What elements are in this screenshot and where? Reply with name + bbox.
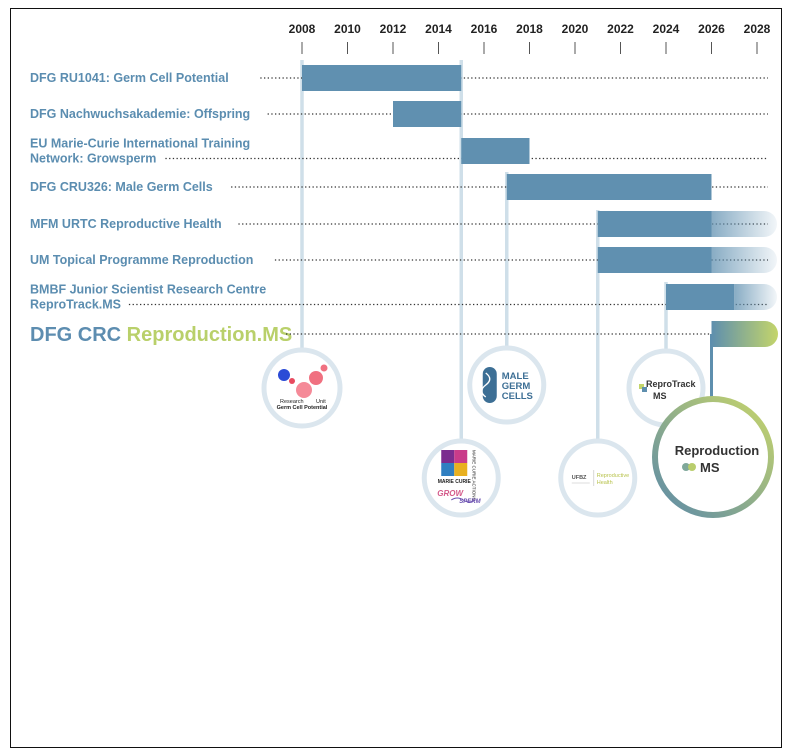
ru1041-dot-red-small-icon (289, 378, 295, 384)
crc-label: DFG CRC Reproduction.MS (30, 324, 292, 346)
project-label-1: DFG RU1041: Germ Cell Potential (30, 71, 229, 85)
marie-curie-tile-icon (454, 463, 468, 476)
marie-curie-tile-icon (441, 450, 455, 463)
project-bar-4 (506, 174, 712, 200)
year-label-2010: 2010 (334, 22, 361, 36)
male-germ-cells-label-2: GERM (502, 381, 531, 392)
reproduction-ms-dot-icon-2 (688, 463, 696, 471)
year-label-2020: 2020 (562, 22, 589, 36)
ru1041-dot-pink-icon (309, 371, 323, 385)
project-bar-fade-7 (734, 284, 777, 310)
project-bar-fade-5 (711, 211, 777, 237)
crc-label-prefix: DFG CRC (30, 324, 127, 346)
crc-label-suffix: Reproduction.MS (127, 324, 293, 346)
project-bar-7 (666, 284, 735, 310)
year-label-2026: 2026 (698, 22, 725, 36)
project-label-7: BMBF Junior Scientist Research Centre (30, 283, 266, 297)
male-germ-cells-label-3: CELLS (502, 391, 533, 402)
reprotrack-mark-icon (639, 384, 644, 389)
project-bar-5 (597, 211, 712, 237)
logo-urtc-ring (558, 438, 638, 518)
reproduction-ms-dot-icon (682, 463, 690, 471)
project-label-5: MFM URTC Reproductive Health (30, 217, 222, 231)
project-bar-fade-6 (711, 247, 777, 273)
reproduction-ms-ring (652, 396, 774, 518)
male-germ-cells-label-1: MALE (502, 371, 529, 382)
project-label-4: DFG CRU326: Male Germ Cells (30, 180, 213, 194)
marie-curie-tile-icon (441, 463, 455, 476)
year-label-2012: 2012 (380, 22, 407, 36)
year-label-2028: 2028 (744, 22, 771, 36)
project-label-3: Network: Growsperm (30, 152, 156, 166)
dna-badge-icon (482, 367, 497, 403)
year-label-2016: 2016 (471, 22, 498, 36)
marie-curie-label: MARIE CURIE (438, 479, 472, 485)
year-label-2008: 2008 (289, 22, 316, 36)
urtc-reproductive-label: Reproductive (597, 473, 629, 479)
dna-helix-icon (481, 372, 491, 398)
project-bar-3 (461, 138, 530, 164)
reprotrack-label: ReproTrack (646, 379, 697, 389)
marie-curie-tile-icon (454, 450, 468, 463)
crc-bar (711, 321, 778, 347)
ru1041-dot-pink-small-icon (320, 364, 328, 372)
ru1041-dot-blue-icon (278, 369, 290, 381)
project-label-7: ReproTrack.MS (30, 298, 121, 312)
ru1041-research-label: Research (280, 399, 304, 405)
ru1041-unit-label: Unit (316, 399, 326, 405)
year-label-2018: 2018 (516, 22, 543, 36)
year-label-2022: 2022 (607, 22, 634, 36)
urtc-ufbz-label: UFBZ (572, 475, 587, 481)
project-label-3: EU Marie-Curie International Training (30, 137, 250, 151)
ru1041-title-label: Germ Cell Potential (277, 405, 328, 411)
project-bar-6 (597, 247, 712, 273)
marie-curie-actions-label: MARIE CURIE ACTIONS (471, 450, 476, 501)
project-label-6: UM Topical Programme Reproduction (30, 253, 253, 267)
reproduction-ms-title: Reproduction (675, 443, 760, 458)
project-label-2: DFG Nachwuchsakademie: Offspring (30, 107, 250, 121)
logo-male-germ-cells-ring (467, 345, 547, 425)
reprotrack-mark-icon-2 (642, 387, 647, 392)
reproduction-ms-subtitle: MS (700, 460, 720, 475)
urtc-health-label: Health (597, 480, 613, 486)
ru1041-dot-pink-large-icon (296, 382, 312, 398)
reprotrack-ms-label: MS (653, 391, 667, 401)
year-label-2014: 2014 (425, 22, 452, 36)
year-label-2024: 2024 (653, 22, 680, 36)
project-bar-1 (302, 65, 462, 91)
sperm-tail-icon (450, 497, 476, 503)
project-bar-2 (393, 101, 462, 127)
growsperm-grow-label: GROW (437, 489, 464, 498)
